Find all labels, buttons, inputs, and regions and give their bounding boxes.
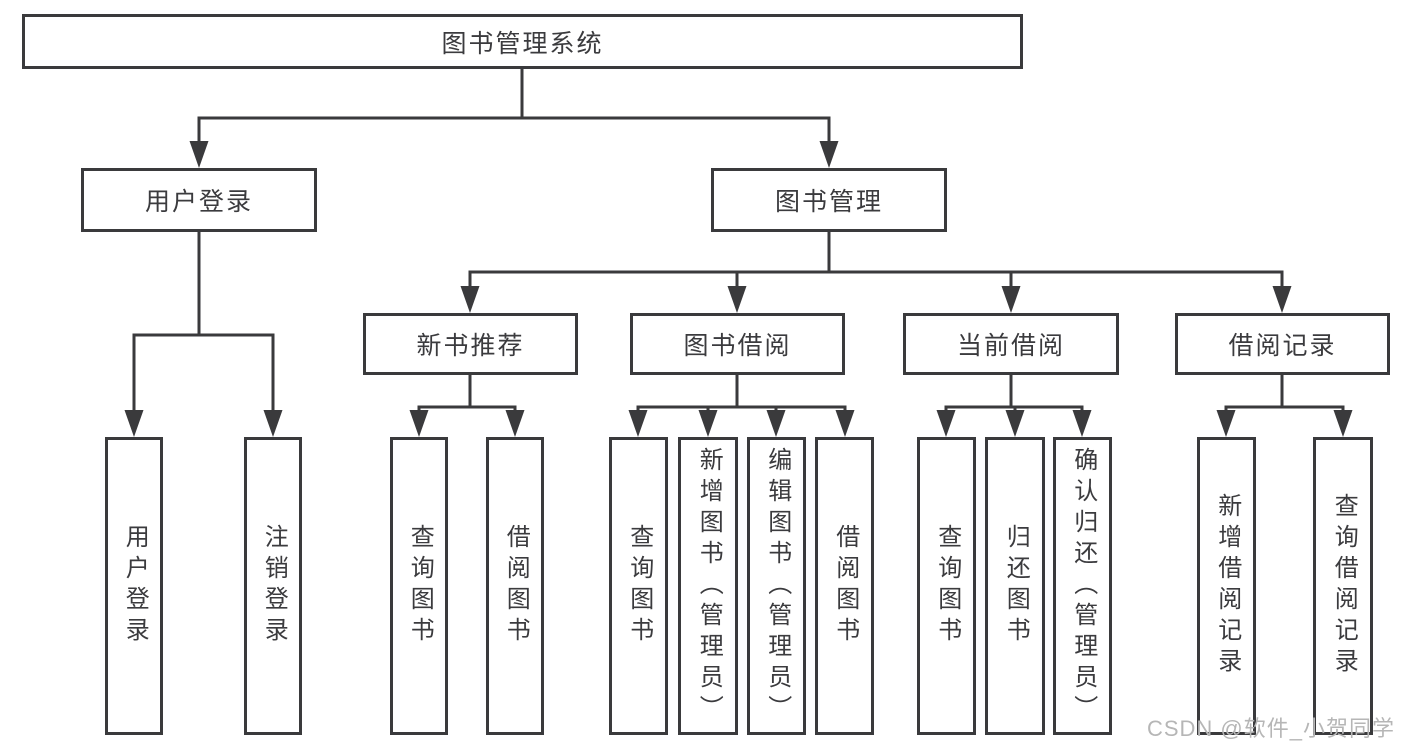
node-new-book-recommend: 新书推荐 xyxy=(363,313,578,375)
leaf-label: 借阅图书 xyxy=(502,524,530,648)
node-book-borrow: 图书借阅 xyxy=(630,313,845,375)
leaf-label: 用户登录 xyxy=(121,524,149,648)
leaf-label: 查询图书 xyxy=(406,524,434,648)
leaf-label: 查询借阅记录 xyxy=(1330,493,1358,679)
leaf-add-book-admin: 新增图书（管理员） xyxy=(678,437,738,735)
leaf-query-books-current: 查询图书 xyxy=(917,437,976,735)
leaf-label: 注销登录 xyxy=(260,524,288,648)
csdn-watermark: CSDN @软件_小贺同学 xyxy=(1146,716,1395,741)
leaf-edit-book-admin: 编辑图书（管理员） xyxy=(747,437,806,735)
leaf-query-books-borrow: 查询图书 xyxy=(609,437,668,735)
leaf-return-books: 归还图书 xyxy=(985,437,1045,735)
leaf-label: 确认归还（管理员） xyxy=(1069,446,1097,726)
leaf-label: 新增借阅记录 xyxy=(1213,493,1241,679)
leaf-label: 借阅图书 xyxy=(831,524,859,648)
leaf-logout: 注销登录 xyxy=(244,437,302,735)
leaf-label: 新增图书（管理员） xyxy=(695,446,723,726)
node-current-borrow: 当前借阅 xyxy=(903,313,1119,375)
leaf-confirm-return-admin: 确认归还（管理员） xyxy=(1053,437,1112,735)
leaf-borrow-books-recommend: 借阅图书 xyxy=(486,437,544,735)
leaf-borrow-books: 借阅图书 xyxy=(815,437,874,735)
leaf-query-books-recommend: 查询图书 xyxy=(390,437,448,735)
leaf-label: 归还图书 xyxy=(1002,524,1030,648)
leaf-label: 编辑图书（管理员） xyxy=(763,446,791,726)
leaf-user-login: 用户登录 xyxy=(105,437,163,735)
leaf-add-borrow-record: 新增借阅记录 xyxy=(1197,437,1256,735)
node-borrow-records: 借阅记录 xyxy=(1175,313,1390,375)
leaf-label: 查询图书 xyxy=(933,524,961,648)
node-book-management: 图书管理 xyxy=(711,168,947,232)
node-user-login: 用户登录 xyxy=(81,168,317,232)
node-root: 图书管理系统 xyxy=(22,14,1023,69)
leaf-query-borrow-record: 查询借阅记录 xyxy=(1313,437,1373,735)
leaf-label: 查询图书 xyxy=(625,524,653,648)
